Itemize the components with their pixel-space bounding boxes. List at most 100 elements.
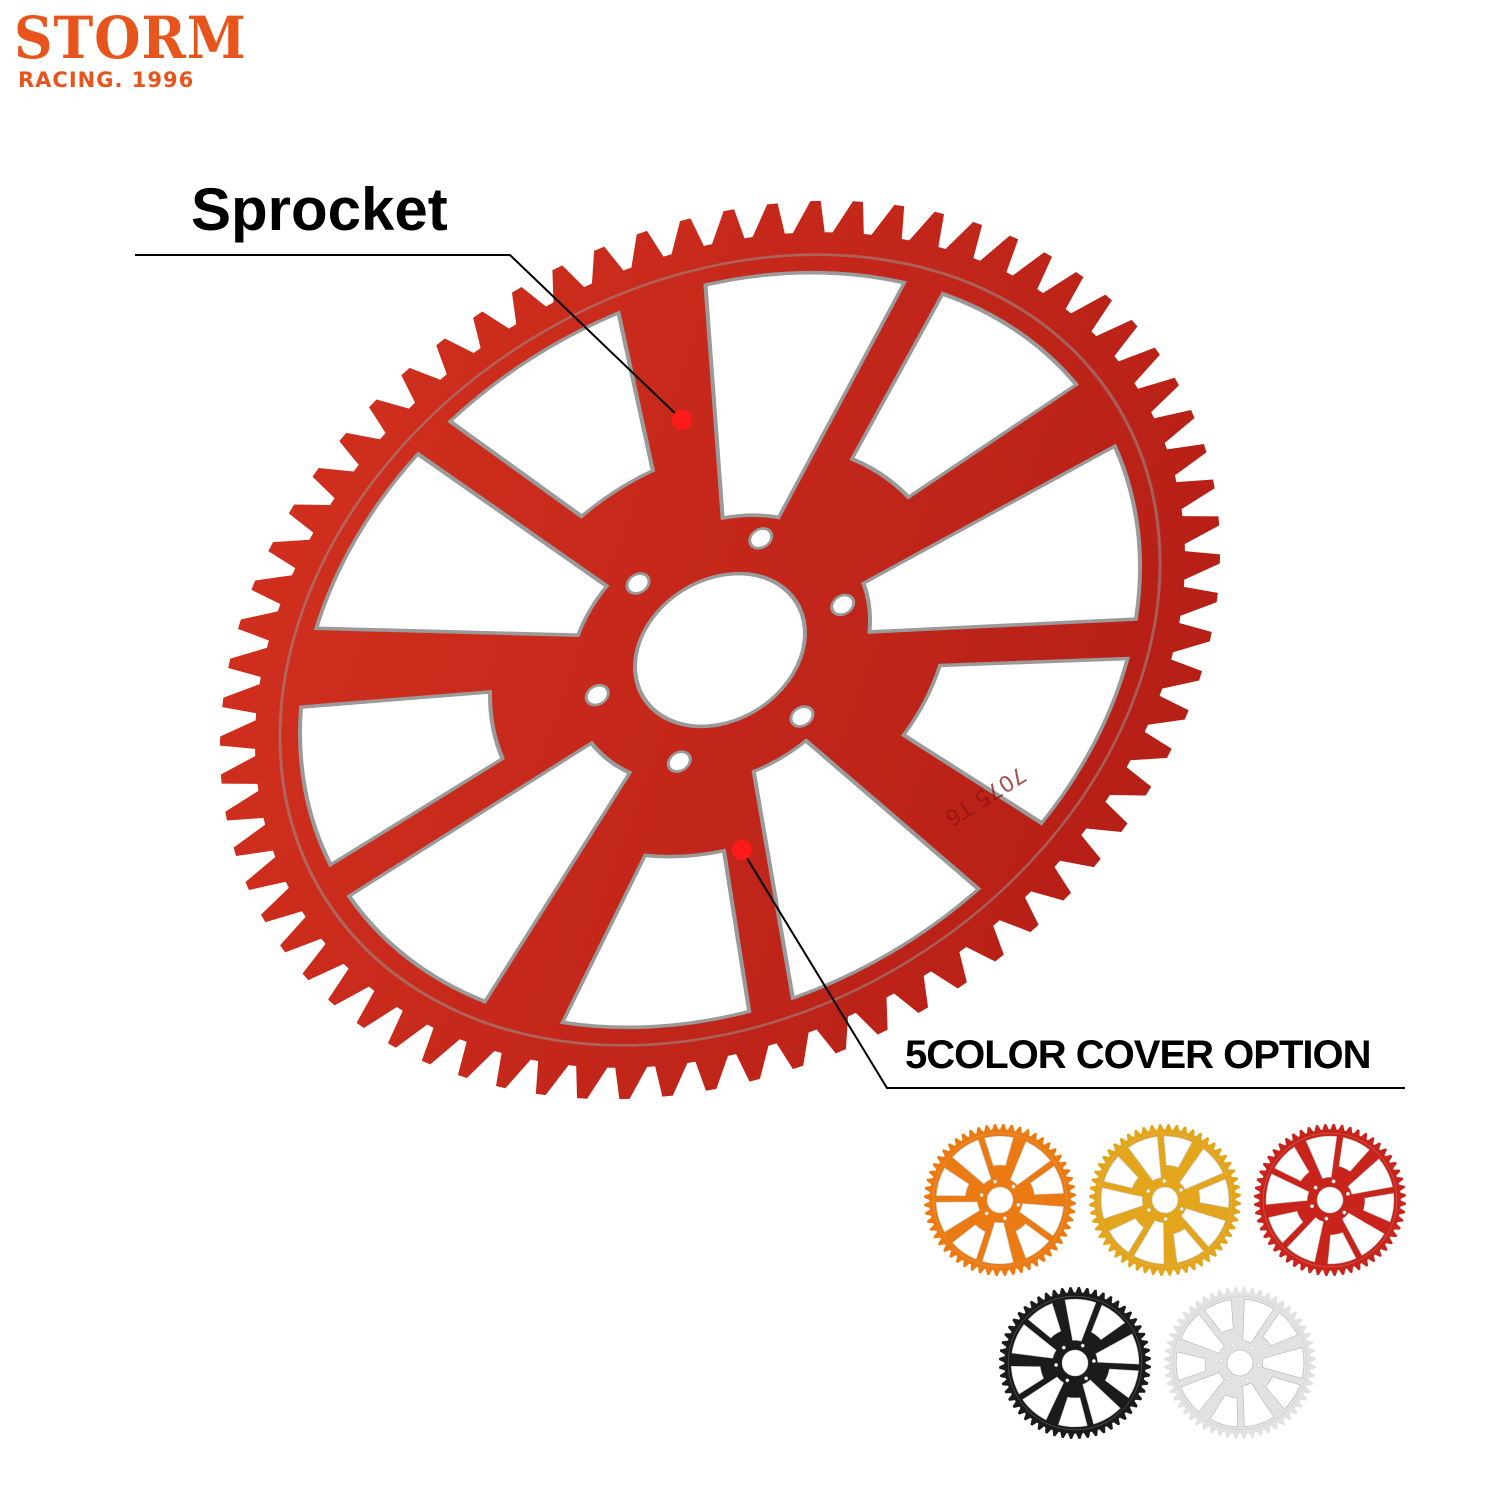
bolt-hole [1146, 1189, 1151, 1193]
callout-marker [672, 410, 692, 430]
sprocket-label: Sprocket [191, 176, 448, 243]
bolt-hole [1003, 1216, 1007, 1221]
bolt-hole [748, 527, 774, 550]
sprocket-cutout [1064, 1298, 1097, 1342]
bolt-hole [1065, 1378, 1070, 1383]
bolt-hole [625, 572, 651, 595]
sprocket-cutout [1242, 1382, 1275, 1428]
sprocket-cutout [1173, 1228, 1204, 1264]
bolt-hole [1245, 1378, 1250, 1383]
sprocket-cutout [1058, 1396, 1088, 1428]
color-option-black [999, 1287, 1151, 1439]
sprocket-rim-line [1262, 1132, 1398, 1268]
bolt-hole [1011, 1184, 1016, 1189]
bolt-hole [1226, 1376, 1231, 1381]
sprocket-cutout [1127, 1136, 1162, 1182]
sprocket-cutout [1082, 1379, 1121, 1425]
sprocket-hub-hole [1151, 1186, 1179, 1214]
sprocket-cutout [1203, 1299, 1234, 1334]
sprocket-cutout [1009, 1141, 1051, 1186]
sprocket-cutout [1338, 1137, 1370, 1172]
sprocket-rim-line [932, 1132, 1068, 1268]
sprocket-cutout [313, 451, 610, 638]
brand-tagline: RACING. 1996 [18, 68, 195, 92]
sprocket-cutout [982, 1221, 1014, 1265]
sprocket-cutout [1262, 1347, 1305, 1379]
sprocket-cutout [1209, 1394, 1239, 1428]
sprocket-cutout [1265, 1376, 1301, 1410]
brand-logo: STORM RACING. 1996 [14, 6, 254, 92]
sprocket-cutout [900, 656, 1130, 826]
sprocket-cutout [346, 740, 633, 1004]
sprocket-hub-hole [986, 1186, 1014, 1214]
bolt-hole [1162, 1179, 1167, 1183]
bolt-hole [984, 1211, 989, 1216]
sprocket-hub-hole [1316, 1186, 1344, 1214]
sprocket-cutout [1103, 1156, 1139, 1189]
sprocket-callout-line [135, 254, 683, 421]
sprocket-cutout [1242, 1298, 1275, 1344]
sprocket-cutout [1180, 1372, 1225, 1413]
color-options [924, 1124, 1406, 1439]
bolt-hole [1219, 1358, 1224, 1363]
bolt-hole [830, 593, 856, 617]
sprocket-cutout [559, 848, 752, 1030]
sprocket-cutout [1091, 1304, 1126, 1341]
sprocket-cutout [1347, 1158, 1393, 1195]
sprocket-cutout [1030, 1165, 1064, 1195]
sprocket-cutout [751, 738, 982, 1001]
sprocket-cutout [1262, 1312, 1298, 1347]
sprocket-cutout [952, 1224, 986, 1260]
sprocket-cutout [1163, 1135, 1193, 1168]
main-sprocket [219, 200, 1221, 1100]
sprocket-cutout [952, 1139, 992, 1185]
bolt-hole [1061, 1345, 1066, 1350]
sprocket-cutout [1305, 1135, 1338, 1179]
sprocket-cutout [1011, 1324, 1057, 1359]
sprocket-cutout [1175, 1351, 1207, 1381]
bolt-hole [1346, 1191, 1350, 1196]
bolt-hole [1054, 1363, 1059, 1367]
sprocket-cutout [1019, 1203, 1064, 1237]
sprocket-cutout [935, 1167, 970, 1197]
sprocket-hub-hole [1226, 1349, 1254, 1377]
sprocket-hub-hole [1061, 1349, 1089, 1377]
callout-lines [135, 254, 1405, 1089]
callout-marker [732, 840, 752, 860]
sprocket-cutout [447, 310, 656, 519]
brand-name: STORM [14, 4, 247, 72]
sprocket-cutout [861, 443, 1142, 634]
bolt-hole [584, 683, 610, 707]
sprocket-cutout [1027, 1303, 1062, 1339]
sprocket-cutout [1198, 1178, 1230, 1209]
bolt-hole [1331, 1179, 1336, 1184]
bolt-hole [1310, 1204, 1314, 1209]
sprocket-hub-hole [632, 571, 808, 729]
sprocket-cutout [984, 1135, 1014, 1167]
sprocket-cutout [1108, 1218, 1144, 1253]
bolt-hole [1179, 1188, 1184, 1192]
sprocket-cutout [1342, 1212, 1385, 1256]
bolt-hole [1342, 1210, 1347, 1215]
bolt-hole [1084, 1376, 1089, 1381]
sprocket-cutout [703, 270, 907, 521]
bolt-hole [666, 750, 692, 773]
bolt-hole [1016, 1203, 1021, 1207]
color-option-silver [1164, 1287, 1316, 1439]
sprocket-rim-line [1007, 1295, 1143, 1431]
sprocket-cutout [1268, 1211, 1304, 1244]
sprocket-cutout [1010, 1366, 1044, 1395]
options-callout-line [741, 849, 1405, 1089]
sprocket-cutout [1179, 1148, 1224, 1190]
sprocket-rim-line [1097, 1132, 1233, 1268]
sprocket-cutout [1327, 1232, 1357, 1265]
color-option-orange [924, 1124, 1076, 1276]
sprocket-cutout [1274, 1146, 1310, 1182]
bolt-hole [1324, 1216, 1329, 1221]
bolt-hole [1179, 1207, 1184, 1211]
sprocket-cutout [1180, 1208, 1226, 1248]
color-options-label: 5COLOR COVER OPTION [905, 1033, 1371, 1077]
sprocket-cutout [1265, 1173, 1310, 1205]
